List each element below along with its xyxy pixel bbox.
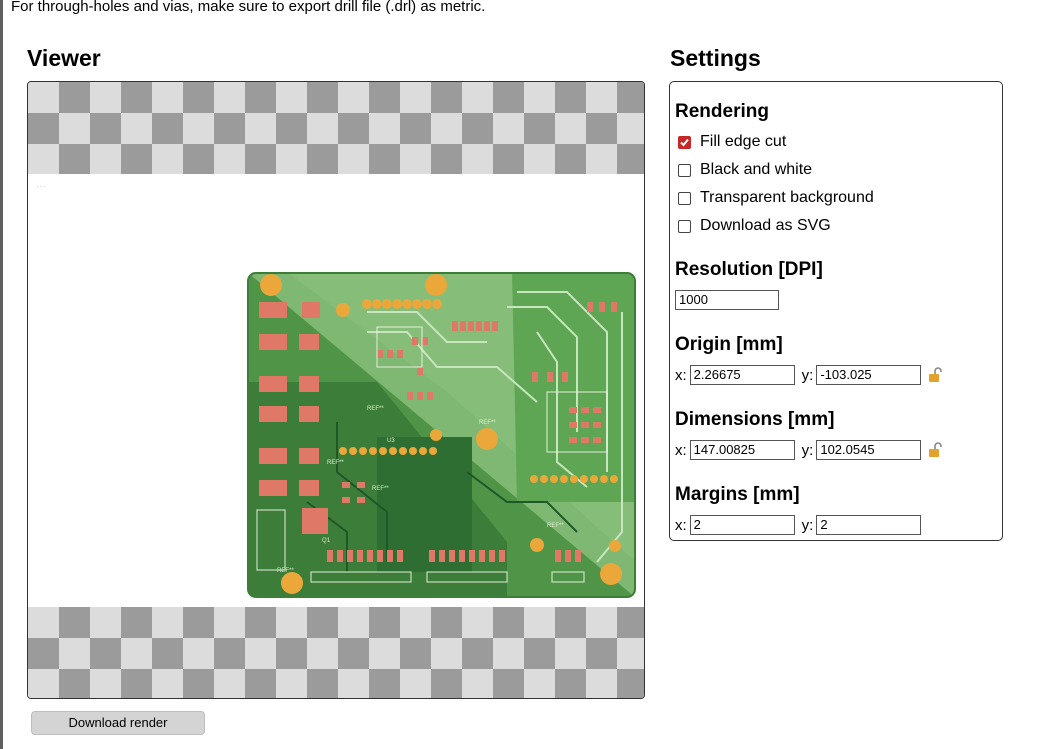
black-and-white-option[interactable]: Black and white (678, 161, 812, 179)
transparent-background-label: Transparent background (700, 189, 874, 206)
origin-y-input[interactable]: -103.025 (816, 365, 922, 385)
checkmark-icon (680, 138, 689, 146)
margins-x-input[interactable]: 2 (689, 515, 795, 535)
svg-text:U3: U3 (387, 438, 395, 444)
resolution-input[interactable]: 1000 (675, 290, 779, 310)
settings-title: Settings (670, 45, 761, 71)
margins-heading: Margins [mm] (675, 484, 800, 505)
download-as-svg-option[interactable]: Download as SVG (678, 217, 831, 235)
resolution-heading: Resolution [DPI] (675, 259, 823, 280)
transparent-background-checkbox[interactable] (678, 191, 691, 205)
fill-edge-cut-checkbox[interactable] (678, 135, 691, 149)
origin-x-input[interactable]: 2.26675 (689, 365, 795, 385)
settings-panel: Rendering Fill edge cut Black and white … (669, 81, 1003, 541)
origin-row: x: 2.26675 y: -103.025 (675, 365, 943, 385)
viewer-panel: ··· (27, 81, 645, 699)
svg-text:REF**: REF** (367, 406, 384, 412)
svg-text:Q1: Q1 (322, 538, 331, 544)
faint-marker: ··· (36, 181, 46, 192)
unlocked-padlock-icon[interactable] (928, 442, 943, 458)
dimensions-x-input[interactable]: 147.00825 (689, 440, 795, 460)
margins-row: x: 2 y: 2 (675, 515, 922, 535)
fill-edge-cut-option[interactable]: Fill edge cut (678, 133, 786, 151)
svg-text:REF**: REF** (372, 486, 389, 492)
black-and-white-label: Black and white (700, 161, 813, 178)
drill-note: For through-holes and vias, make sure to… (11, 0, 486, 15)
black-and-white-checkbox[interactable] (678, 163, 691, 177)
dimensions-heading: Dimensions [mm] (675, 409, 835, 430)
svg-text:REF**: REF** (277, 568, 294, 574)
fill-edge-cut-label: Fill edge cut (700, 133, 787, 150)
dimensions-y-input[interactable]: 102.0545 (816, 440, 922, 460)
svg-text:REF**: REF** (479, 420, 496, 426)
download-render-button[interactable]: Download render (31, 711, 205, 735)
checker-background-top (28, 82, 644, 174)
svg-text:REF**: REF** (547, 523, 564, 529)
download-as-svg-checkbox[interactable] (678, 219, 691, 233)
origin-heading: Origin [mm] (675, 334, 783, 355)
svg-text:REF**: REF** (327, 460, 344, 466)
dimensions-y-label: y: (801, 441, 814, 459)
rendering-heading: Rendering (675, 101, 769, 122)
transparent-background-option[interactable]: Transparent background (678, 189, 874, 207)
download-as-svg-label: Download as SVG (700, 217, 831, 234)
margins-y-input[interactable]: 2 (816, 515, 922, 535)
origin-x-label: x: (675, 366, 687, 384)
unlocked-padlock-icon[interactable] (928, 367, 943, 383)
left-border (0, 0, 3, 749)
dimensions-x-label: x: (675, 441, 687, 459)
origin-y-label: y: (801, 366, 814, 384)
dimensions-row: x: 147.00825 y: 102.0545 (675, 440, 943, 460)
margins-y-label: y: (801, 516, 814, 534)
checker-background-bottom (28, 607, 644, 698)
viewer-title: Viewer (27, 45, 101, 71)
margins-x-label: x: (675, 516, 687, 534)
